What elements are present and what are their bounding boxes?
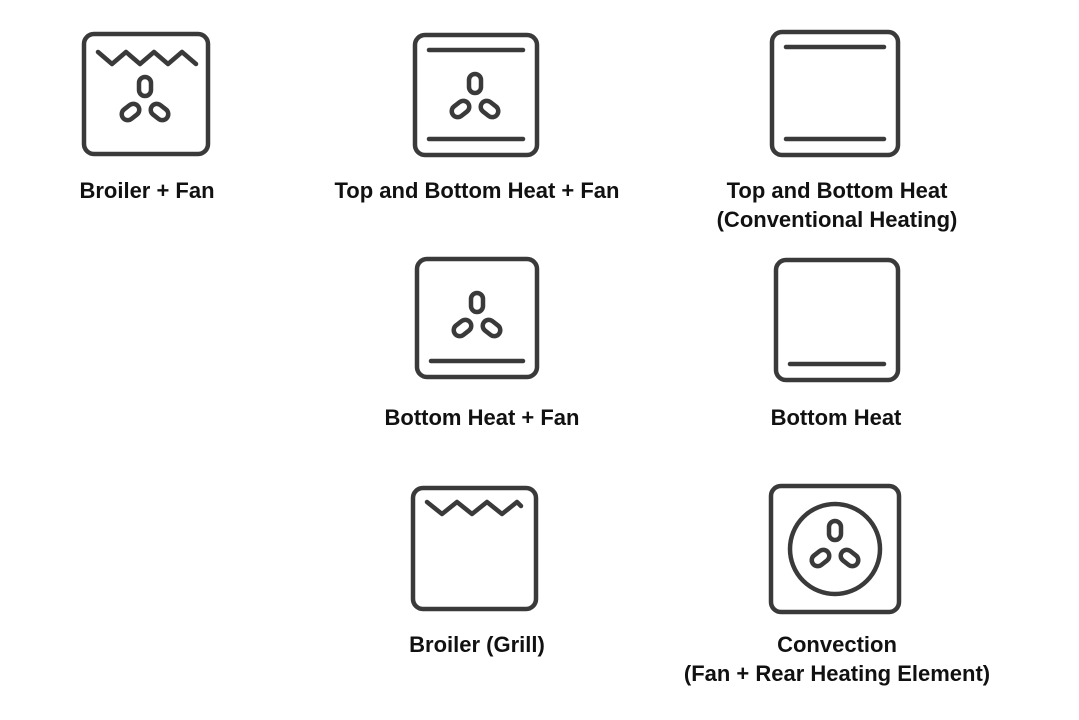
top-bottom-heat-label: Top and Bottom Heat (Conventional Heatin… [637,176,1037,234]
label-line: Broiler (Grill) [409,632,545,657]
label-line: Convection [777,632,897,657]
broiler-fan-icon [80,30,212,158]
top-bottom-heat-fan-icon [411,31,541,159]
convection-label: Convection (Fan + Rear Heating Element) [637,630,1037,688]
label-line: Top and Bottom Heat + Fan [334,178,620,203]
broiler-grill-label: Broiler (Grill) [277,630,677,659]
top-bottom-heat-fan-label: Top and Bottom Heat + Fan [277,176,677,205]
label-line: Bottom Heat [770,405,902,430]
label-line: Bottom Heat + Fan [384,405,580,430]
label-line: (Conventional Heating) [716,207,958,232]
label-line: Top and Bottom Heat [726,178,948,203]
convection-icon [767,482,903,616]
bottom-heat-icon [772,256,902,384]
bottom-heat-fan-icon [413,255,541,381]
bottom-heat-label: Bottom Heat [636,403,1036,432]
broiler-fan-label: Broiler + Fan [0,176,347,205]
top-bottom-heat-icon [768,28,902,159]
label-line: Broiler + Fan [79,178,215,203]
label-line: (Fan + Rear Heating Element) [683,661,991,686]
broiler-grill-icon [409,484,540,613]
bottom-heat-fan-label: Bottom Heat + Fan [282,403,682,432]
